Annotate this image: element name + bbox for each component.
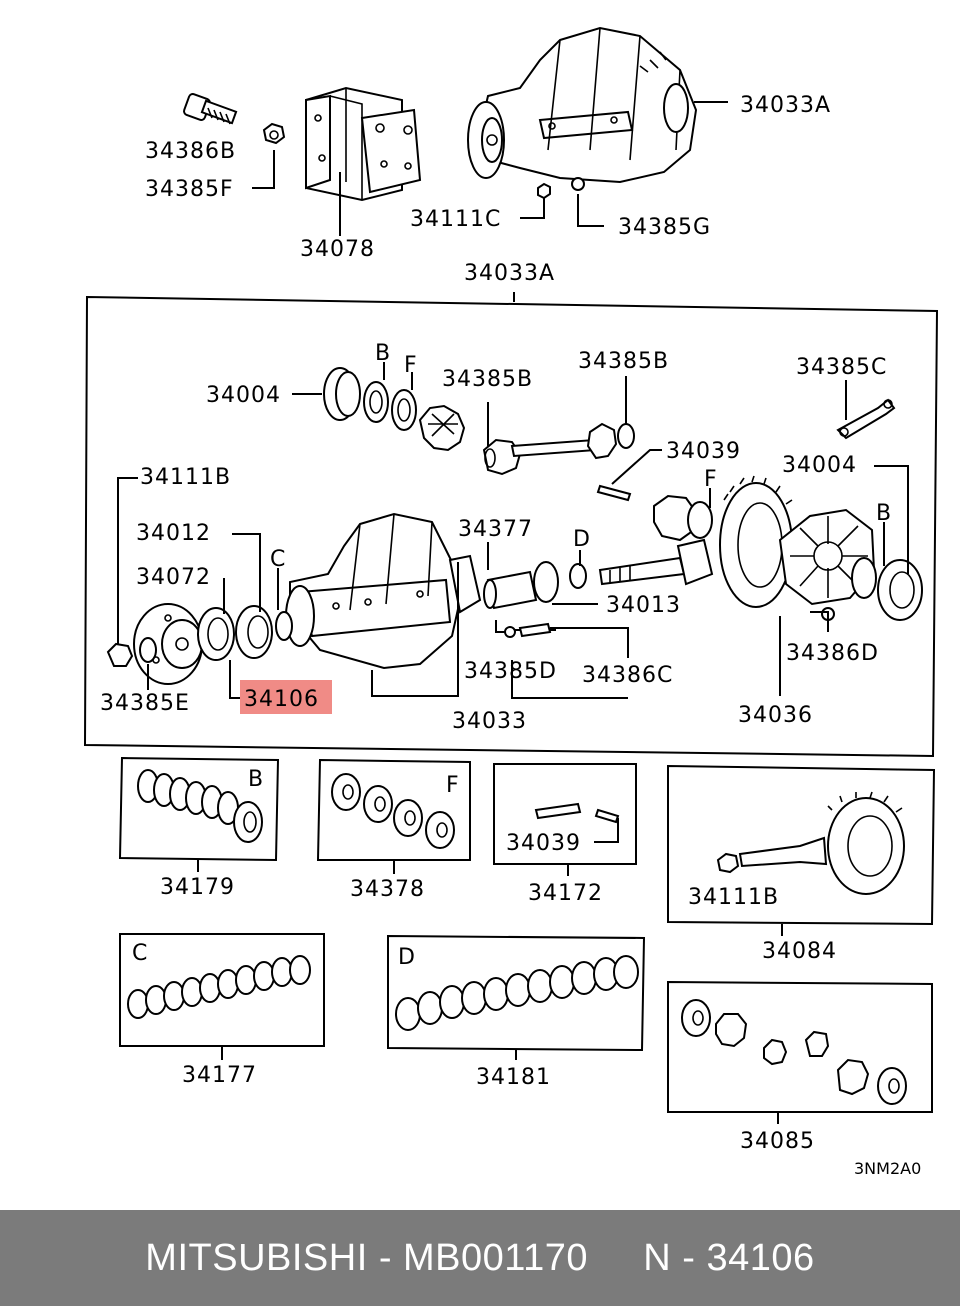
label-34386C: 34386C	[582, 663, 673, 688]
label-34377: 34377	[458, 517, 533, 542]
carrier-34033-drawing	[285, 512, 482, 670]
label-34385F: 34385F	[145, 177, 234, 202]
bearing-34012-drawing	[235, 605, 273, 659]
label-34085: 34085	[740, 1129, 815, 1154]
kit-34179-shims	[137, 769, 263, 843]
ring-gear-case-drawing	[653, 475, 923, 621]
kit-box-34177	[119, 933, 325, 1047]
label-34004-right: 34004	[782, 453, 857, 478]
oil-seal-34106-drawing	[197, 607, 235, 661]
label-34111B-kit: 34111B	[688, 885, 779, 910]
washer-34385D-drawing	[504, 626, 516, 638]
label-34106: 34106	[244, 687, 319, 712]
label-34033A-top: 34033A	[740, 93, 831, 118]
kit-34177-spacers	[127, 955, 311, 1019]
label-34033: 34033	[452, 709, 527, 734]
clip-34385C-drawing	[836, 398, 896, 440]
label-34181: 34181	[476, 1065, 551, 1090]
label-34033A-box: 34033A	[464, 261, 555, 286]
footer-part-text: MITSUBISHI - MB001170 N - 34106	[145, 1236, 815, 1279]
spacer-C-drawing	[275, 611, 293, 641]
label-34111C: 34111C	[410, 207, 501, 232]
footer-bar: MITSUBISHI - MB001170 N - 34106	[0, 1210, 960, 1306]
label-34386D: 34386D	[786, 641, 879, 666]
label-34385D: 34385D	[464, 659, 557, 684]
kit-F-letter: F	[446, 773, 460, 798]
bracket-34078-drawing	[305, 86, 422, 202]
label-34111B: 34111B	[140, 465, 231, 490]
kit-box-34378	[316, 758, 471, 861]
label-F-right: F	[704, 467, 718, 492]
kit-C-letter: C	[132, 941, 148, 966]
label-34179: 34179	[160, 875, 235, 900]
highlight-34106	[240, 680, 332, 714]
label-34385G: 34385G	[618, 215, 711, 240]
label-34386B: 34386B	[145, 139, 236, 164]
label-D: D	[573, 527, 591, 552]
kit-box-34084	[667, 764, 936, 926]
label-34385E: 34385E	[100, 691, 190, 716]
diagram-code: 3NM2A0	[854, 1159, 921, 1178]
bearing-34004-left-drawing	[323, 367, 466, 452]
label-34039-kit: 34039	[506, 831, 581, 856]
bolt-34386B-drawing	[183, 93, 238, 125]
kit-box-34172	[493, 763, 637, 865]
label-34004-left: 34004	[206, 383, 281, 408]
kit-34181-spacers	[395, 955, 639, 1031]
kit-34085-gears	[681, 999, 907, 1105]
label-34039: 34039	[666, 439, 741, 464]
label-34013: 34013	[606, 593, 681, 618]
washer-34385E-drawing	[139, 637, 157, 663]
label-34084: 34084	[762, 939, 837, 964]
kit-34172-pins	[534, 802, 620, 824]
drive-pinion-34377-drawing	[483, 538, 714, 610]
nut-34111B-drawing	[106, 642, 134, 667]
pin-34039-drawing	[596, 484, 632, 502]
label-34072: 34072	[136, 565, 211, 590]
label-34036: 34036	[738, 703, 813, 728]
kit-box-34085	[667, 980, 933, 1113]
exploded-parts-diagram: 34386B 34385F 34078 34033A 34111C 34385G…	[83, 26, 939, 1178]
washer-34385G-drawing	[571, 177, 585, 191]
label-34385B-a: 34385B	[442, 367, 533, 392]
label-B-right: B	[876, 501, 892, 526]
label-34172: 34172	[528, 881, 603, 906]
kit-34084-gearset	[716, 791, 905, 895]
kit-34378-washers	[331, 773, 455, 849]
carrier-housing-34033A-drawing	[467, 26, 698, 184]
label-34078: 34078	[300, 237, 375, 262]
pinion-shaft-34385B-drawing	[482, 422, 635, 476]
label-34385C: 34385C	[796, 355, 887, 380]
label-34177: 34177	[182, 1063, 257, 1088]
nut-34385F-drawing	[262, 122, 286, 145]
label-B-left: B	[375, 341, 391, 366]
kit-box-34179	[118, 756, 280, 862]
label-C: C	[270, 547, 286, 572]
bolt-34386C-drawing	[518, 622, 552, 638]
kit-B-letter: B	[248, 767, 264, 792]
kit-box-34181	[387, 934, 646, 1052]
nut-34111C-drawing	[537, 182, 551, 200]
label-34012: 34012	[136, 521, 211, 546]
label-34378: 34378	[350, 877, 425, 902]
label-34385B-b: 34385B	[578, 349, 669, 374]
assembly-frame	[83, 295, 939, 758]
kit-D-letter: D	[398, 945, 416, 970]
label-F-left: F	[404, 353, 418, 378]
